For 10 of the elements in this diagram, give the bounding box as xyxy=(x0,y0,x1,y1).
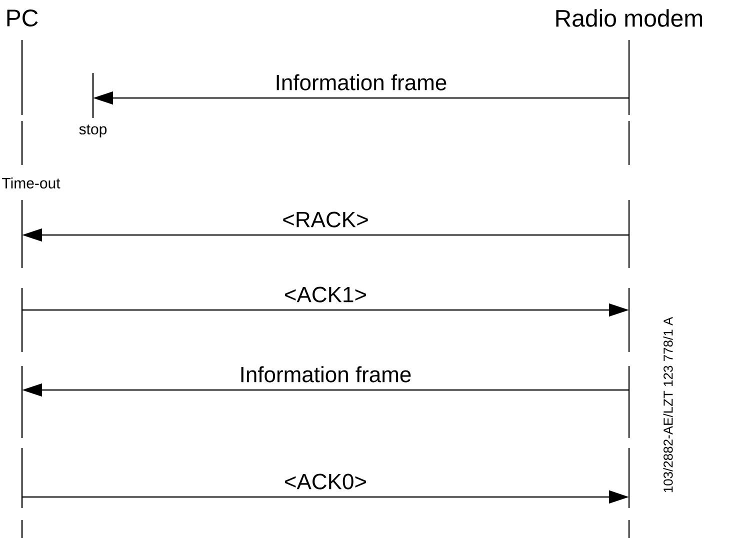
lifeline-header: PC xyxy=(7,10,38,26)
edge-label: <ACK0> xyxy=(285,474,366,490)
edge-label: <RACK> xyxy=(283,212,368,228)
lifeline-header: Radio modem xyxy=(556,9,702,27)
edge-label: Information frame xyxy=(276,74,446,90)
edge-label: <ACK1> xyxy=(285,286,366,302)
edge-label: Information frame xyxy=(241,366,411,382)
lifeline-header: stop xyxy=(79,124,107,138)
timeout-label: Time-out xyxy=(2,178,60,188)
document-number: 103/2882-AE/LZT 123 778/1 A xyxy=(663,316,673,492)
